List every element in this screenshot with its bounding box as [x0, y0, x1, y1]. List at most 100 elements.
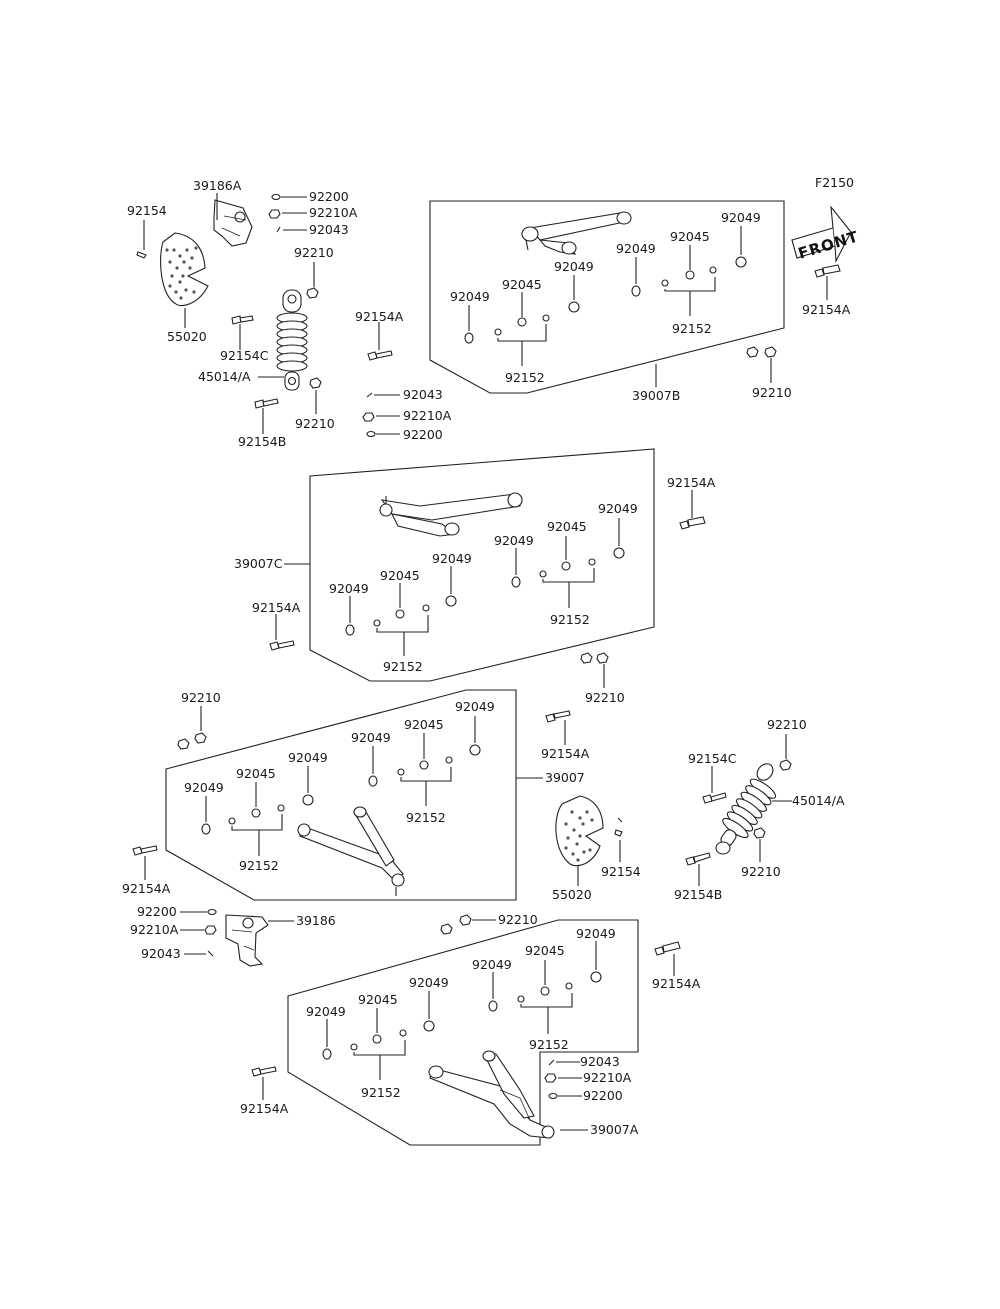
label-92154C-top: 92154C	[220, 348, 269, 363]
kit-box-39007A	[287, 919, 639, 1146]
b2-label-92049-c: 92049	[494, 533, 534, 548]
b1-label-92152-a: 92152	[505, 370, 545, 385]
b4-label-92049-b: 92049	[409, 975, 449, 990]
label-92210-c4: 92210	[498, 912, 538, 927]
b1-label-92045-b: 92045	[670, 229, 710, 244]
label-92210-top: 92210	[294, 245, 334, 260]
nuts-92210-right	[746, 346, 777, 383]
label-55020: 55020	[167, 329, 207, 344]
a-arm-39007	[297, 806, 405, 896]
a-arm-39007C	[379, 492, 523, 537]
bolt-92154A-r2	[679, 490, 706, 530]
label-92154B-b: 92154B	[674, 887, 722, 902]
b2-label-92152-a: 92152	[383, 659, 423, 674]
bolt-92154B-top	[254, 398, 279, 434]
nut-92210-r3	[779, 734, 792, 771]
bolt-92154A-mid	[367, 322, 393, 361]
small-parts-mid	[362, 392, 400, 438]
label-92210A-b4: 92210A	[583, 1070, 632, 1085]
label-39007B: 39007B	[632, 388, 680, 403]
bolt-92154C-top	[231, 315, 254, 350]
a-arm-39007B	[521, 211, 632, 255]
label-45014A-top: 45014/A	[198, 369, 251, 384]
a-arm-39007A	[428, 1050, 555, 1139]
b1-label-92152-b: 92152	[672, 321, 712, 336]
b2-label-92049-d: 92049	[598, 501, 638, 516]
b4-label-92152-a: 92152	[361, 1085, 401, 1100]
label-92200-mid: 92200	[403, 427, 443, 442]
b3-label-92049-c: 92049	[351, 730, 391, 745]
b2-label-92045-b: 92045	[547, 519, 587, 534]
label-92154: 92154	[127, 203, 167, 218]
label-92043-b4: 92043	[580, 1054, 620, 1069]
b2-label-92152-b: 92152	[550, 612, 590, 627]
bolt-92154A-tr	[814, 264, 841, 300]
nuts-92210-c4	[440, 914, 496, 935]
label-92210-top2: 92210	[295, 416, 335, 431]
small-parts-top	[268, 193, 307, 233]
label-92200-b4: 92200	[583, 1088, 623, 1103]
label-92210-right: 92210	[752, 385, 792, 400]
b1-label-92045-a: 92045	[502, 277, 542, 292]
b3-label-92045-a: 92045	[236, 766, 276, 781]
label-92200-top: 92200	[309, 189, 349, 204]
b3-label-92049-b: 92049	[288, 750, 328, 765]
b4-label-92152-b: 92152	[529, 1037, 569, 1052]
knuckle-39186A	[213, 193, 253, 247]
shock-absorber-45014A-b	[715, 763, 792, 855]
b4-hardware	[322, 941, 602, 1080]
b3-label-92152-b: 92152	[406, 810, 446, 825]
knuckle-39186	[225, 914, 294, 967]
label-92210-l3: 92210	[181, 690, 221, 705]
label-92154A-l2: 92154A	[252, 600, 301, 615]
bolt-92154A-l2	[269, 614, 295, 651]
label-92154C-b: 92154C	[688, 751, 737, 766]
label-92154A-r4: 92154A	[652, 976, 701, 991]
b3-label-92049-d: 92049	[455, 699, 495, 714]
bolt-92154C-b	[702, 766, 727, 804]
kit-box-39007	[165, 689, 517, 901]
b1-label-92049-b: 92049	[554, 259, 594, 274]
label-92210A-top: 92210A	[309, 205, 358, 220]
b4-label-92049-c: 92049	[472, 957, 512, 972]
b3-label-92049-a: 92049	[184, 780, 224, 795]
cotter-pin-92154	[136, 220, 147, 259]
nuts-92210-l3	[177, 706, 207, 750]
b1-label-92049-a: 92049	[450, 289, 490, 304]
brake-disc-55020-b	[555, 795, 604, 886]
brake-disc-55020	[160, 232, 209, 328]
b2-label-92045-a: 92045	[380, 568, 420, 583]
label-92043-top: 92043	[309, 222, 349, 237]
nut-92210-r3b	[753, 827, 766, 862]
label-92210-r3: 92210	[767, 717, 807, 732]
figure-id: F2150	[815, 175, 854, 190]
kit-box-39007B	[429, 200, 785, 394]
bolt-92154B-b	[685, 852, 711, 886]
label-92154A-tr: 92154A	[802, 302, 851, 317]
b2-label-92049-a: 92049	[329, 581, 369, 596]
small-parts-l4	[180, 908, 217, 957]
label-92154A-mid: 92154A	[355, 309, 404, 324]
b1-label-92049-c: 92049	[616, 241, 656, 256]
label-92154A-r2: 92154A	[667, 475, 716, 490]
label-39007: 39007	[545, 770, 585, 785]
cotter-pin-92154-b	[614, 817, 623, 862]
label-39186: 39186	[296, 913, 336, 928]
label-55020-b: 55020	[552, 887, 592, 902]
nut-92210-top2	[309, 377, 322, 414]
b2-label-92049-b: 92049	[432, 551, 472, 566]
label-92154-r3: 92154	[601, 864, 641, 879]
shock-absorber-45014A-top	[258, 289, 308, 391]
small-parts-b4	[544, 1059, 582, 1100]
label-92043-l4: 92043	[141, 946, 181, 961]
b3-hardware	[201, 716, 481, 856]
nut-92210-top	[306, 262, 319, 299]
kit-box-39007C	[309, 448, 655, 682]
bolt-92154A-c3	[545, 710, 571, 745]
bolt-92154A-l3	[132, 845, 158, 880]
label-92200-l4: 92200	[137, 904, 177, 919]
front-arrow-icon: FRONT	[791, 205, 861, 264]
label-39186A: 39186A	[193, 178, 242, 193]
label-92154A-c3: 92154A	[541, 746, 590, 761]
b4-label-92045-b: 92045	[525, 943, 565, 958]
